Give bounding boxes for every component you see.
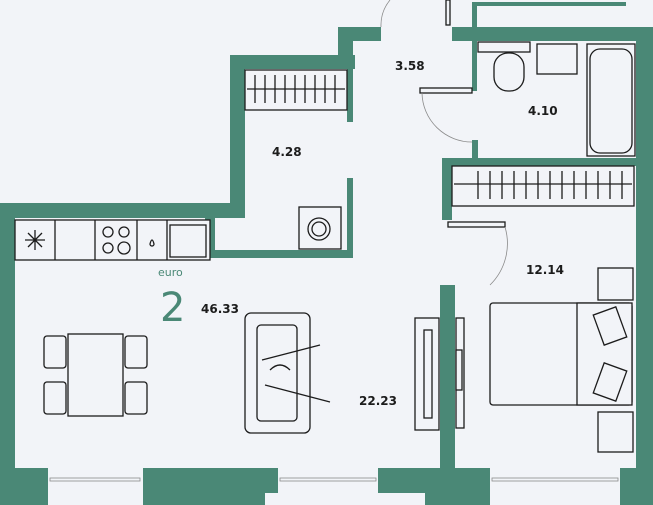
doors (380, 0, 508, 286)
windows (48, 468, 620, 505)
room-area-living: 22.23 (359, 394, 397, 408)
sofa (244, 312, 331, 434)
rooms-count: 2 (160, 285, 186, 331)
layout-type-label: euro (158, 266, 183, 279)
snowflake-icon (25, 230, 45, 250)
washing-machine (298, 206, 342, 250)
room-area-bedroom: 12.14 (526, 263, 564, 277)
room-area-hall: 3.58 (395, 59, 425, 73)
bed (489, 267, 634, 453)
wardrobes (244, 69, 635, 207)
tv-stand (414, 317, 465, 431)
kitchen-unit (14, 219, 211, 261)
room-area-bathroom: 4.10 (528, 104, 558, 118)
bathroom-fixtures (477, 41, 636, 157)
total-area: 46.33 (201, 302, 239, 316)
room-area-corridor: 4.28 (272, 145, 302, 159)
dining-table (43, 333, 148, 417)
